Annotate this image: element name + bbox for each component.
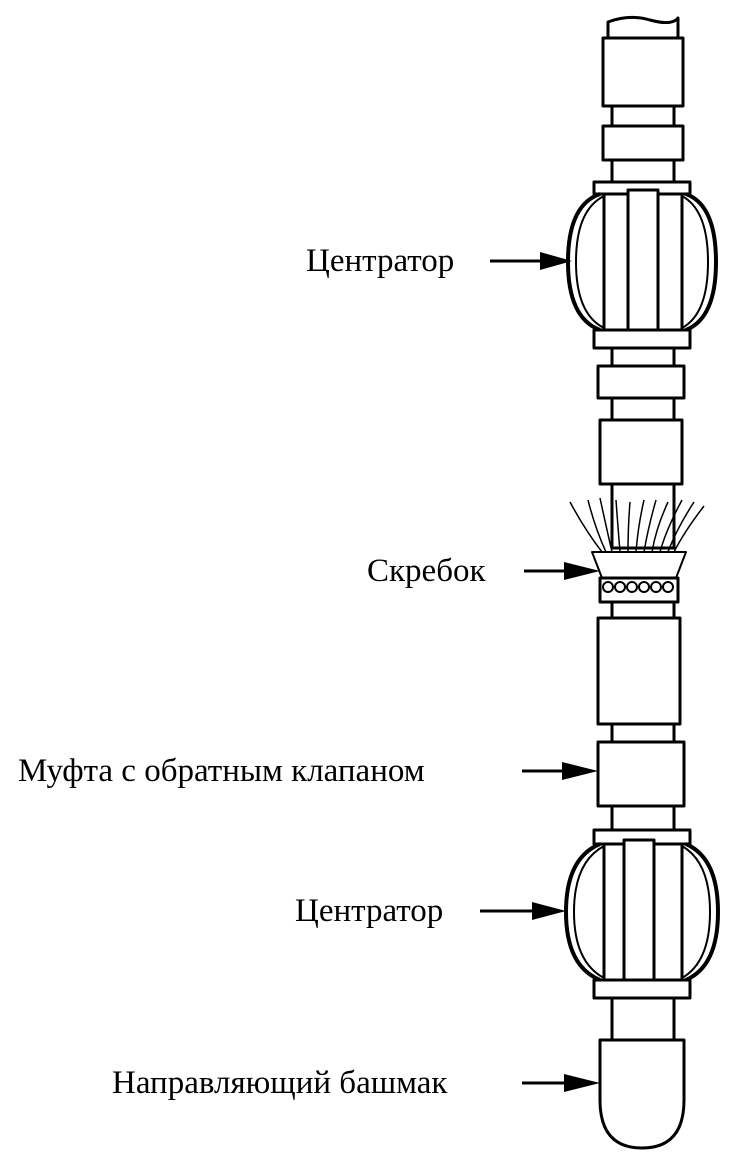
pipe-top-end: [606, 15, 680, 40]
arrow-centralizer-top: [490, 252, 572, 270]
label-guide-shoe: Направляющий башмак: [112, 1065, 448, 1101]
arrow-centralizer-bottom: [480, 902, 566, 920]
pipe-segment: [610, 158, 676, 184]
label-centralizer-top: Центратор: [306, 243, 455, 279]
label-centralizer-bottom: Центратор: [295, 893, 444, 929]
centralizer-bottom: [564, 828, 720, 1000]
arrow-float-collar: [522, 762, 598, 780]
pipe-segment: [610, 482, 676, 550]
arrow-scratcher: [524, 562, 600, 580]
pipe-joint: [601, 36, 685, 108]
centralizer-top: [566, 180, 718, 350]
pipe-joint: [598, 418, 684, 486]
scratcher: [569, 497, 705, 604]
pipe-segment: [610, 346, 676, 368]
guide-shoe: [598, 1038, 686, 1150]
label-float-collar: Муфта с обратным клапаном: [18, 753, 425, 789]
float-collar: [596, 740, 686, 808]
label-scratcher: Скребок: [367, 553, 486, 589]
pipe-segment: [610, 804, 676, 832]
pipe-segment: [610, 396, 676, 422]
arrow-guide-shoe: [522, 1074, 600, 1092]
pipe-segment: [610, 722, 676, 744]
pipe-joint: [596, 616, 682, 726]
pipe-segment: [610, 104, 676, 128]
pipe-joint: [601, 124, 685, 162]
pipe-segment: [610, 600, 676, 620]
pipe-joint: [596, 364, 686, 400]
pipe-segment: [610, 996, 676, 1042]
